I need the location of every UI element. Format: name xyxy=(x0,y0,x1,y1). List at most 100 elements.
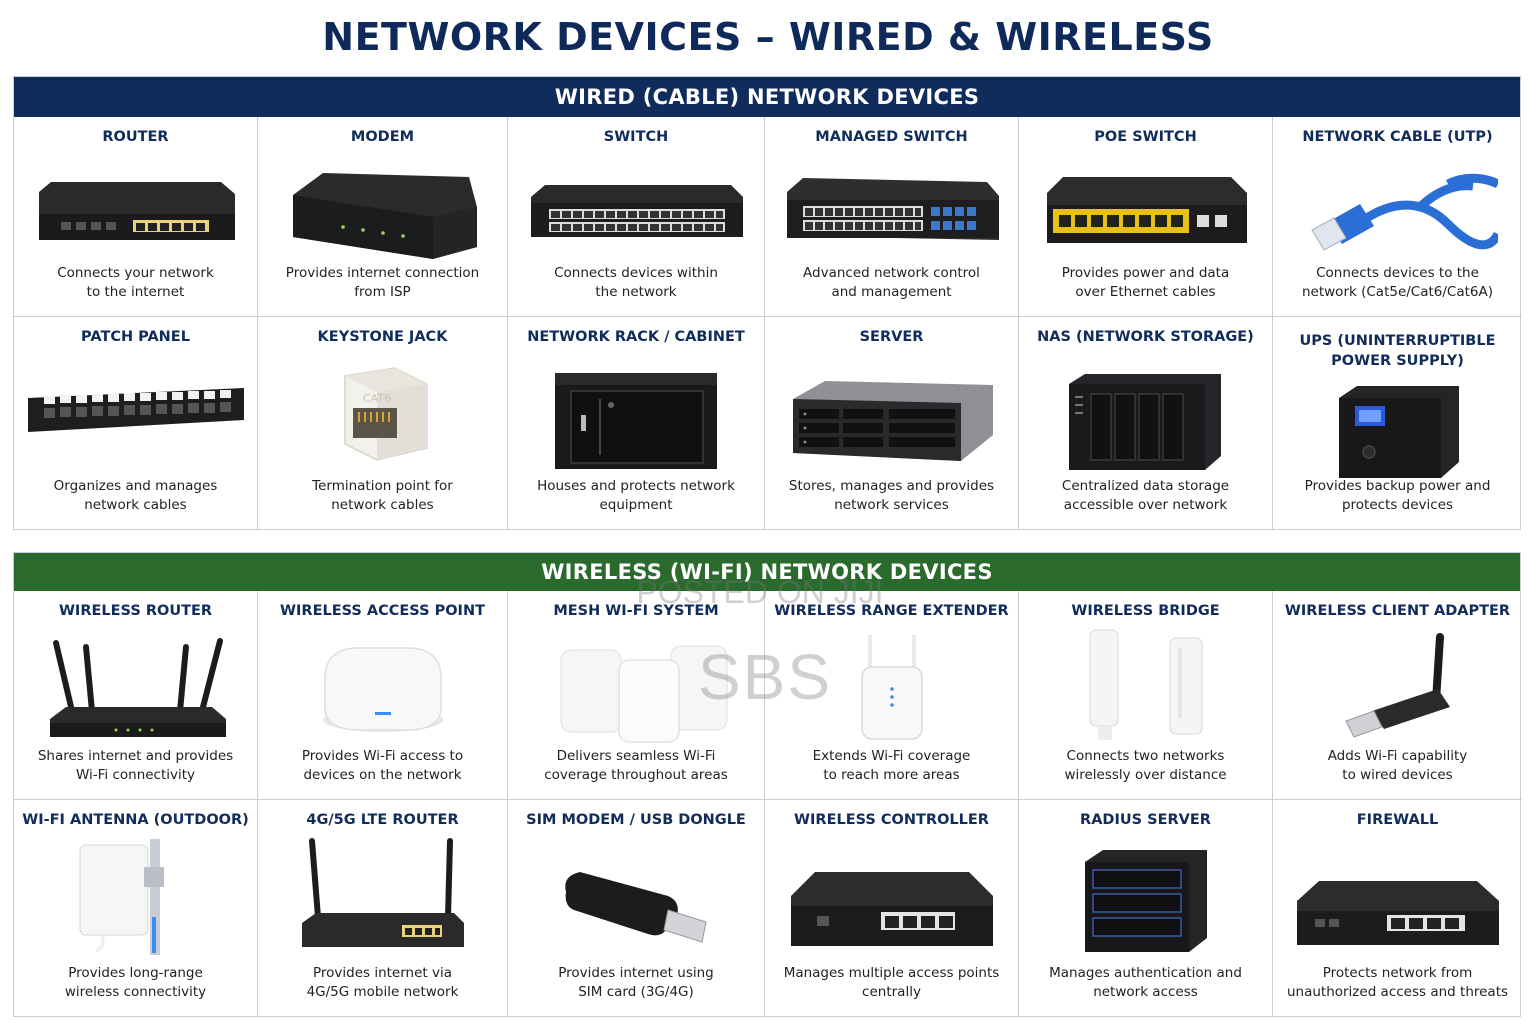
device-card-keystone-jack: KEYSTONE JACK CAT6 Termination point for… xyxy=(258,317,508,529)
wired-section-heading: WIRED (CABLE) NETWORK DEVICES xyxy=(14,77,1520,117)
device-name: MANAGED SWITCH xyxy=(815,129,968,145)
device-name: SWITCH xyxy=(603,129,669,145)
device-description: Manages multiple access points centrally xyxy=(783,965,1000,1000)
device-description: Stores, manages and provides network ser… xyxy=(788,478,995,513)
switch-icon xyxy=(508,159,764,269)
device-name: WIRELESS ACCESS POINT xyxy=(280,603,485,619)
device-name: NAS (NETWORK STORAGE) xyxy=(1037,329,1254,345)
poe-switch-icon xyxy=(1019,159,1272,269)
device-description: Advanced network control and management xyxy=(803,265,980,300)
device-card-lte-router: 4G/5G LTE ROUTER Provides internet via 4… xyxy=(258,800,508,1016)
device-card-wireless-bridge: WIRELESS BRIDGE Connects two networks wi… xyxy=(1019,591,1273,800)
device-description: Termination point for network cables xyxy=(312,478,453,513)
keystone-jack-icon: CAT6 xyxy=(258,359,507,469)
device-name: SIM MODEM / USB DONGLE xyxy=(526,812,746,828)
wired-section: WIRED (CABLE) NETWORK DEVICES ROUTER Con… xyxy=(13,76,1522,530)
wireless-section: WIRELESS (WI-FI) NETWORK DEVICES WIRELES… xyxy=(13,552,1522,1017)
wireless-bridge-icon xyxy=(1019,629,1272,741)
device-description: Centralized data storage accessible over… xyxy=(1061,478,1230,513)
device-description: Shares internet and provides Wi-Fi conne… xyxy=(37,748,234,783)
device-name: NETWORK CABLE (UTP) xyxy=(1302,129,1493,145)
utp-cable-icon xyxy=(1273,159,1522,269)
device-description: Extends Wi-Fi coverage to reach more are… xyxy=(812,748,971,783)
device-card-router: ROUTER Connects your network to the inte… xyxy=(14,117,258,317)
range-extender-icon xyxy=(765,633,1018,743)
device-description: Provides internet via 4G/5G mobile netwo… xyxy=(306,965,459,1000)
device-description: Delivers seamless Wi-Fi coverage through… xyxy=(544,748,728,783)
device-name: RADIUS SERVER xyxy=(1080,812,1211,828)
device-name: NETWORK RACK / CABINET xyxy=(527,329,745,345)
device-name: WIRELESS CLIENT ADAPTER xyxy=(1284,603,1511,619)
usb-wifi-adapter-icon xyxy=(1273,633,1522,743)
device-name: ROUTER xyxy=(102,129,169,145)
device-description: Connects your network to the internet xyxy=(57,265,214,300)
device-name: POE SWITCH xyxy=(1094,129,1197,145)
device-description: Houses and protects network equipment xyxy=(537,478,735,513)
device-card-mesh-wifi: MESH WI-FI SYSTEM Delivers seamless Wi-F… xyxy=(508,591,765,800)
device-name: KEYSTONE JACK xyxy=(317,329,448,345)
device-description: Manages authentication and network acces… xyxy=(1049,965,1242,1000)
device-description: Connects devices within the network xyxy=(554,265,718,300)
device-name: PATCH PANEL xyxy=(81,329,190,345)
device-description: Protects network from unauthorized acces… xyxy=(1286,965,1509,1000)
managed-switch-icon xyxy=(765,159,1018,269)
device-name: UPS (UNINTERRUPTIBLE POWER SUPPLY) xyxy=(1299,333,1496,369)
modem-icon xyxy=(258,159,507,269)
device-description: Adds Wi-Fi capability to wired devices xyxy=(1327,748,1468,783)
outdoor-antenna-icon xyxy=(14,839,257,955)
device-description: Provides internet connection from ISP xyxy=(285,265,480,300)
wired-device-grid: ROUTER Connects your network to the inte… xyxy=(14,117,1522,529)
nas-icon xyxy=(1019,367,1272,477)
device-card-usb-dongle: SIM MODEM / USB DONGLE Provides internet… xyxy=(508,800,765,1016)
device-card-modem: MODEM Provides internet connection from … xyxy=(258,117,508,317)
patch-panel-icon xyxy=(14,359,257,469)
wireless-router-icon xyxy=(14,633,257,743)
device-description: Organizes and manages network cables xyxy=(53,478,218,513)
ups-icon xyxy=(1273,377,1522,487)
device-card-ups: UPS (UNINTERRUPTIBLE POWER SUPPLY) Provi… xyxy=(1273,317,1522,529)
device-card-range-extender: WIRELESS RANGE EXTENDER Extends Wi-Fi co… xyxy=(765,591,1019,800)
device-description: Connects two networks wirelessly over di… xyxy=(1064,748,1227,783)
wireless-controller-icon xyxy=(765,852,1018,962)
device-card-poe-switch: POE SWITCH Provides power and data over … xyxy=(1019,117,1273,317)
wireless-section-heading: WIRELESS (WI-FI) NETWORK DEVICES xyxy=(14,553,1520,591)
lte-router-icon xyxy=(258,838,507,952)
device-card-server: SERVER Stores, manages and provides netw… xyxy=(765,317,1019,529)
device-name: WIRELESS RANGE EXTENDER xyxy=(774,603,1009,619)
device-name: WIRELESS CONTROLLER xyxy=(794,812,989,828)
device-name: SERVER xyxy=(859,329,924,345)
device-name: MESH WI-FI SYSTEM xyxy=(553,603,719,619)
keystone-jack-label: CAT6 xyxy=(363,392,391,405)
firewall-icon xyxy=(1273,860,1522,970)
device-card-outdoor-antenna: WI-FI ANTENNA (OUTDOOR) Provides long-ra… xyxy=(14,800,258,1016)
device-card-firewall: FIREWALL Protects network from unauthori… xyxy=(1273,800,1522,1016)
device-card-network-cable: NETWORK CABLE (UTP) Connects devices to … xyxy=(1273,117,1522,317)
device-card-patch-panel: PATCH PANEL Organizes and manages networ… xyxy=(14,317,258,529)
device-name: WI-FI ANTENNA (OUTDOOR) xyxy=(22,812,249,828)
device-name: WIRELESS BRIDGE xyxy=(1071,603,1220,619)
device-name: FIREWALL xyxy=(1356,812,1439,828)
rack-cabinet-icon xyxy=(508,365,764,475)
device-card-wireless-client-adapter: WIRELESS CLIENT ADAPTER Adds Wi-Fi capab… xyxy=(1273,591,1522,800)
device-name: 4G/5G LTE ROUTER xyxy=(306,812,459,828)
device-name: WIRELESS ROUTER xyxy=(58,603,213,619)
device-card-switch: SWITCH Connects devices within the netwo… xyxy=(508,117,765,317)
device-description: Provides internet using SIM card (3G/4G) xyxy=(558,965,714,1000)
device-card-managed-switch: MANAGED SWITCH Advance xyxy=(765,117,1019,317)
device-description: Provides Wi-Fi access to devices on the … xyxy=(301,748,464,783)
radius-server-icon xyxy=(1019,846,1272,956)
device-description: Provides backup power and protects devic… xyxy=(1304,478,1491,513)
mesh-wifi-icon xyxy=(508,639,764,749)
router-icon xyxy=(14,159,257,269)
device-card-nas: NAS (NETWORK STORAGE) Centralized data s… xyxy=(1019,317,1273,529)
device-card-network-rack: NETWORK RACK / CABINET Houses and protec… xyxy=(508,317,765,529)
device-card-radius-server: RADIUS SERVER Manages authentication and… xyxy=(1019,800,1273,1016)
device-card-wireless-access-point: WIRELESS ACCESS POINT Provides Wi-Fi acc… xyxy=(258,591,508,800)
access-point-icon xyxy=(258,633,507,743)
server-icon xyxy=(765,367,1018,477)
device-description: Provides power and data over Ethernet ca… xyxy=(1061,265,1230,300)
device-card-wireless-router: WIRELESS ROUTER Shares internet and prov… xyxy=(14,591,258,800)
device-description: Connects devices to the network (Cat5e/C… xyxy=(1301,265,1494,300)
usb-dongle-icon xyxy=(508,852,764,962)
device-name: MODEM xyxy=(350,129,415,145)
